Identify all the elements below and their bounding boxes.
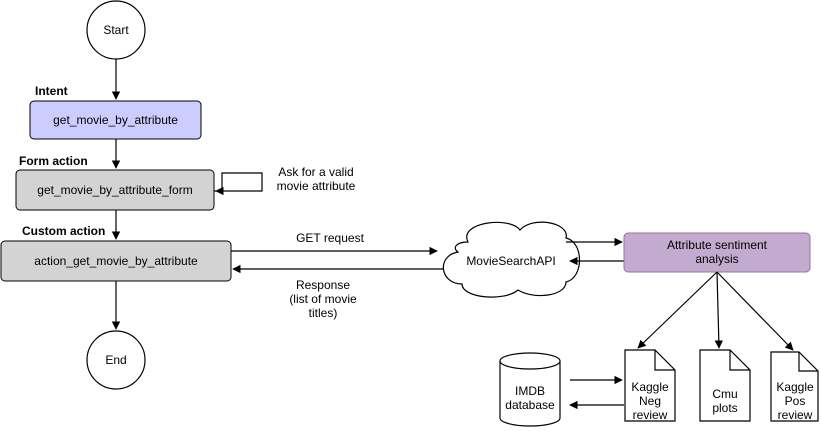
custom-heading: Custom action	[22, 224, 105, 238]
kaggle-pos-text-3: review	[778, 408, 813, 422]
sentiment-text-2: analysis	[695, 252, 738, 266]
cmu-text-1: Cmu	[712, 387, 737, 401]
response-label-2: (list of movie	[289, 292, 357, 306]
imdb-text-1: IMDB	[515, 384, 545, 398]
end-node: End	[86, 330, 146, 390]
form-heading: Form action	[19, 154, 88, 168]
sentiment-node: Attribute sentiment analysis	[623, 232, 811, 273]
kaggle-pos-text-1: Kaggle	[776, 380, 814, 394]
edge-form-selfloop	[214, 172, 263, 196]
sentiment-text-1: Attribute sentiment	[667, 238, 768, 252]
kaggle-neg-doc: Kaggle Neg review	[624, 349, 676, 422]
kaggle-neg-text-3: review	[633, 408, 668, 422]
intent-node: get_movie_by_attribute	[29, 100, 202, 140]
edge-sentiment-kaggle-pos	[716, 271, 794, 351]
edge-sentiment-kaggle-neg	[637, 271, 718, 349]
start-label: Start	[103, 23, 129, 37]
response-label-3: titles)	[309, 306, 338, 320]
cmu-text-2: plots	[712, 401, 737, 415]
selfloop-label-2: movie attribute	[277, 179, 356, 193]
edge-sentiment-cmu	[714, 271, 723, 349]
get-request-label: GET request	[296, 231, 364, 245]
form-text: get_movie_by_attribute_form	[37, 183, 192, 197]
selfloop-label-1: Ask for a valid	[278, 165, 353, 179]
kaggle-pos-doc: Kaggle Pos review	[770, 351, 819, 422]
response-label-1: Response	[296, 278, 350, 292]
intent-heading: Intent	[35, 84, 68, 98]
intent-text: get_movie_by_attribute	[53, 113, 178, 127]
kaggle-pos-text-2: Pos	[785, 394, 806, 408]
imdb-database: IMDB database	[499, 352, 561, 427]
custom-text: action_get_movie_by_attribute	[34, 254, 198, 268]
imdb-text-2: database	[505, 398, 555, 412]
form-node: get_movie_by_attribute_form	[15, 169, 215, 211]
api-cloud: MovieSearchAPI	[442, 221, 580, 298]
cmu-doc: Cmu plots	[699, 349, 751, 422]
start-node: Start	[86, 0, 146, 60]
kaggle-neg-text-2: Neg	[639, 394, 661, 408]
api-text: MovieSearchAPI	[466, 254, 555, 268]
custom-node: action_get_movie_by_attribute	[0, 240, 232, 282]
end-label: End	[105, 353, 126, 367]
kaggle-neg-text-1: Kaggle	[631, 380, 669, 394]
